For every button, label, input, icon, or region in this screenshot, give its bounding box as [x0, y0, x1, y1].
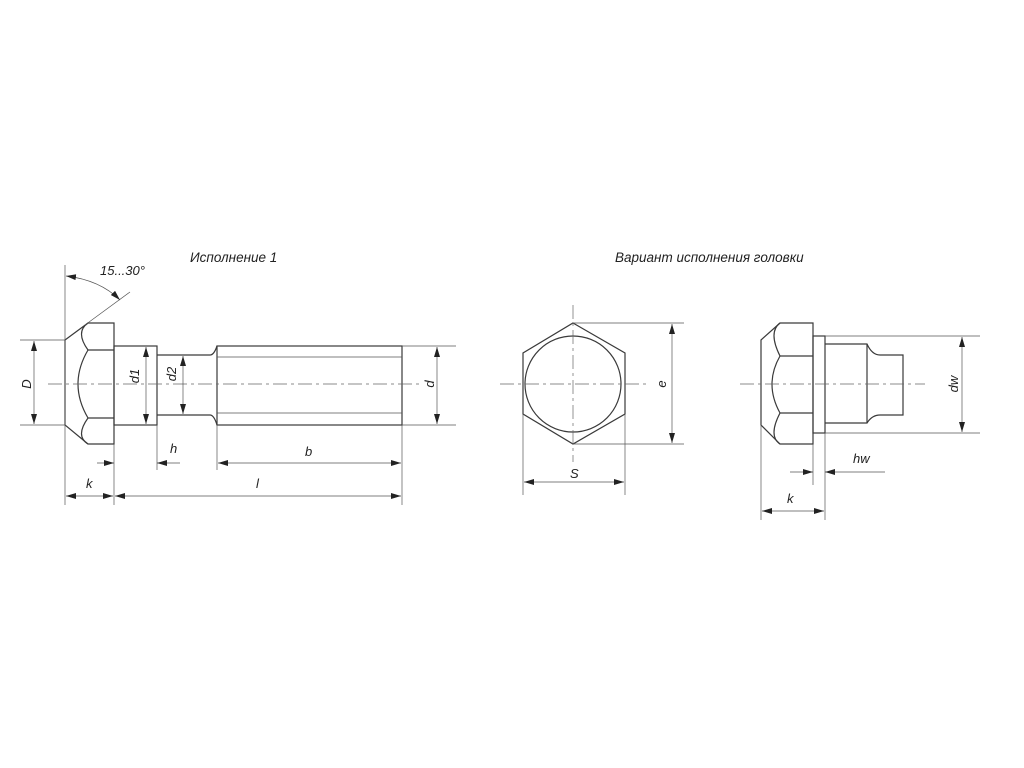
- dim-D-label: D: [19, 379, 34, 388]
- dim-S-label: S: [570, 466, 579, 481]
- dim-l-label: l: [256, 476, 260, 491]
- dim-d1-label: d1: [127, 369, 142, 383]
- dim-h-label: h: [170, 441, 177, 456]
- bolt-side-view: 15...30° D d1 d2 d h b k l: [19, 263, 456, 505]
- title-head-variant: Вариант исполнения головки: [615, 250, 804, 265]
- dim-dw-label: dw: [946, 374, 961, 392]
- dim-b-label: b: [305, 444, 312, 459]
- dim-k2-label: k: [787, 491, 795, 506]
- angle-label: 15...30°: [100, 263, 145, 278]
- dim-d2-label: d2: [164, 366, 179, 381]
- dim-k-label: k: [86, 476, 94, 491]
- title-variant-1: Исполнение 1: [190, 250, 277, 265]
- dim-hw-label: hw: [853, 451, 871, 466]
- hex-head-top-view: e S: [500, 305, 684, 495]
- head-variant-side-view: dw hw k: [740, 322, 980, 520]
- dim-e-label: e: [654, 380, 669, 387]
- dim-d-label: d: [422, 380, 437, 388]
